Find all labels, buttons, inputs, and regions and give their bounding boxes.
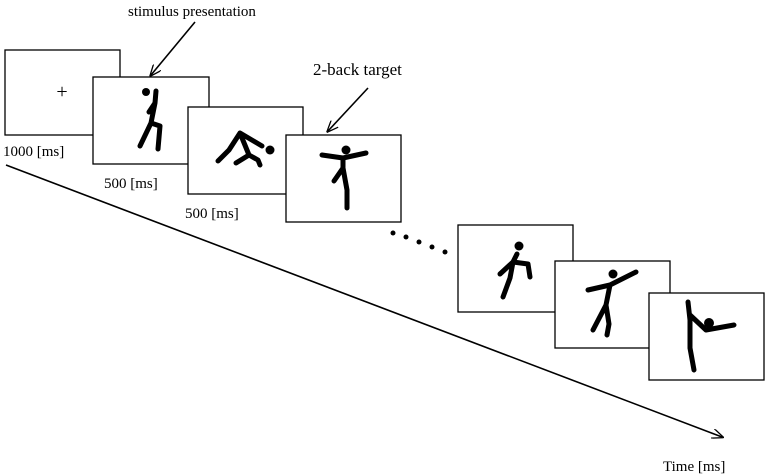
stimulus-frame-2 [187,106,304,195]
stick-figure-icon [215,130,275,168]
stick-figure-icon [497,241,533,300]
fixation-duration-label: 1000 [ms] [3,144,64,160]
two-back-target-arrow [328,87,369,131]
stimulus-frame-4 [457,224,574,313]
stimulus-presentation-label: stimulus presentation [128,4,256,20]
stick-figure-icon [585,269,639,338]
stimulus-frame-3-target [285,134,402,223]
time-axis-label: Time [ms] [663,459,725,475]
fixation-cross: + [56,81,67,103]
stick-figure-icon [137,88,163,152]
stimulus-frame-6 [648,292,765,381]
stimulus-presentation-arrow [151,21,196,75]
two-back-target-label: 2-back target [313,60,402,79]
stimulus-1-duration-label: 500 [ms] [104,176,158,192]
stick-figure-icon [319,145,369,211]
stick-figure-icon [685,299,737,373]
stimulus-2-duration-label: 500 [ms] [185,206,239,222]
sequence-ellipsis [390,230,448,255]
time-axis-arrow [5,164,722,437]
